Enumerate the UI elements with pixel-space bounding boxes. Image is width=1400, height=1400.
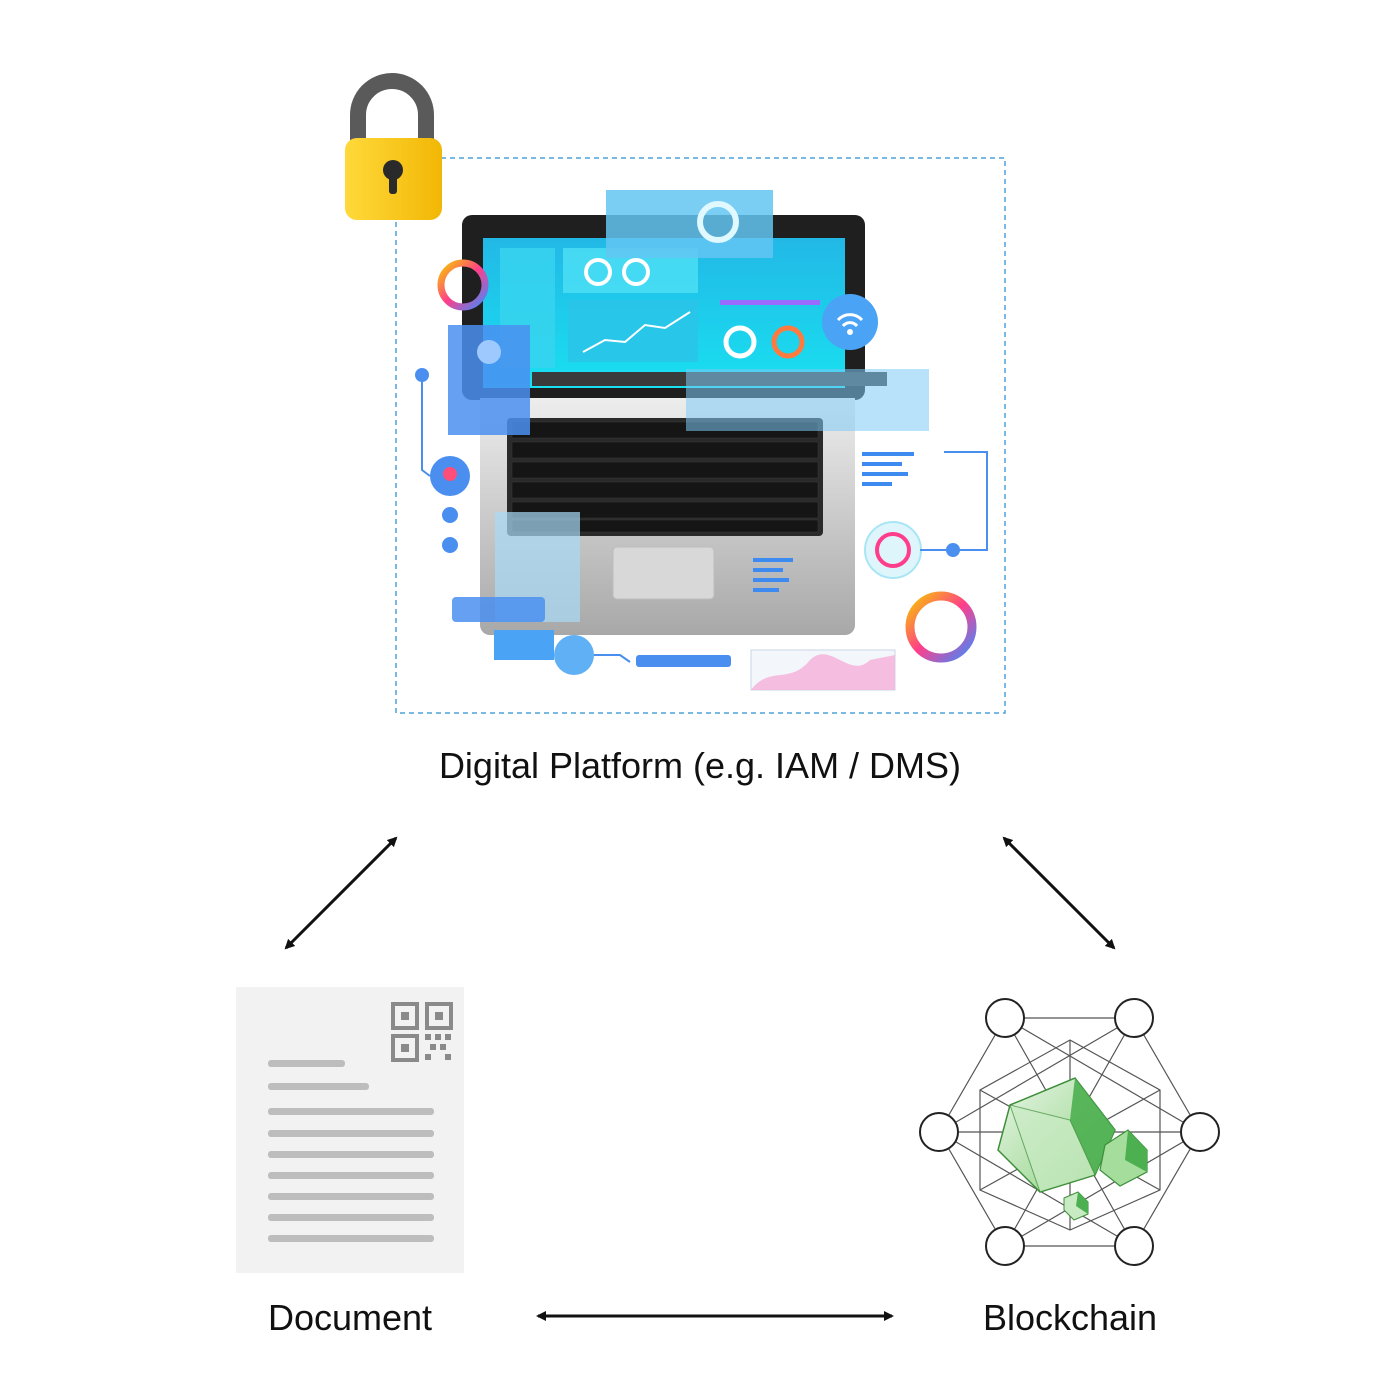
- edge-platform-document: [284, 836, 398, 950]
- padlock-icon: [345, 73, 442, 220]
- document-node: Document: [236, 987, 464, 1338]
- document-label: Document: [268, 1297, 432, 1338]
- cube-icon: [997, 1077, 1148, 1221]
- blockchain-label: Blockchain: [983, 1297, 1157, 1338]
- laptop-illustration: [415, 190, 988, 691]
- blockchain-network-icon: [919, 998, 1220, 1266]
- blockchain-node: Blockchain: [919, 998, 1220, 1338]
- edge-platform-blockchain: [1002, 836, 1116, 950]
- qr-code-icon: [391, 1002, 453, 1062]
- edges: [284, 836, 1116, 1321]
- document-icon: [236, 987, 464, 1273]
- platform-frame: [395, 157, 1006, 714]
- platform-label: Digital Platform (e.g. IAM / DMS): [439, 745, 961, 786]
- platform-node: Digital Platform (e.g. IAM / DMS): [345, 73, 1006, 786]
